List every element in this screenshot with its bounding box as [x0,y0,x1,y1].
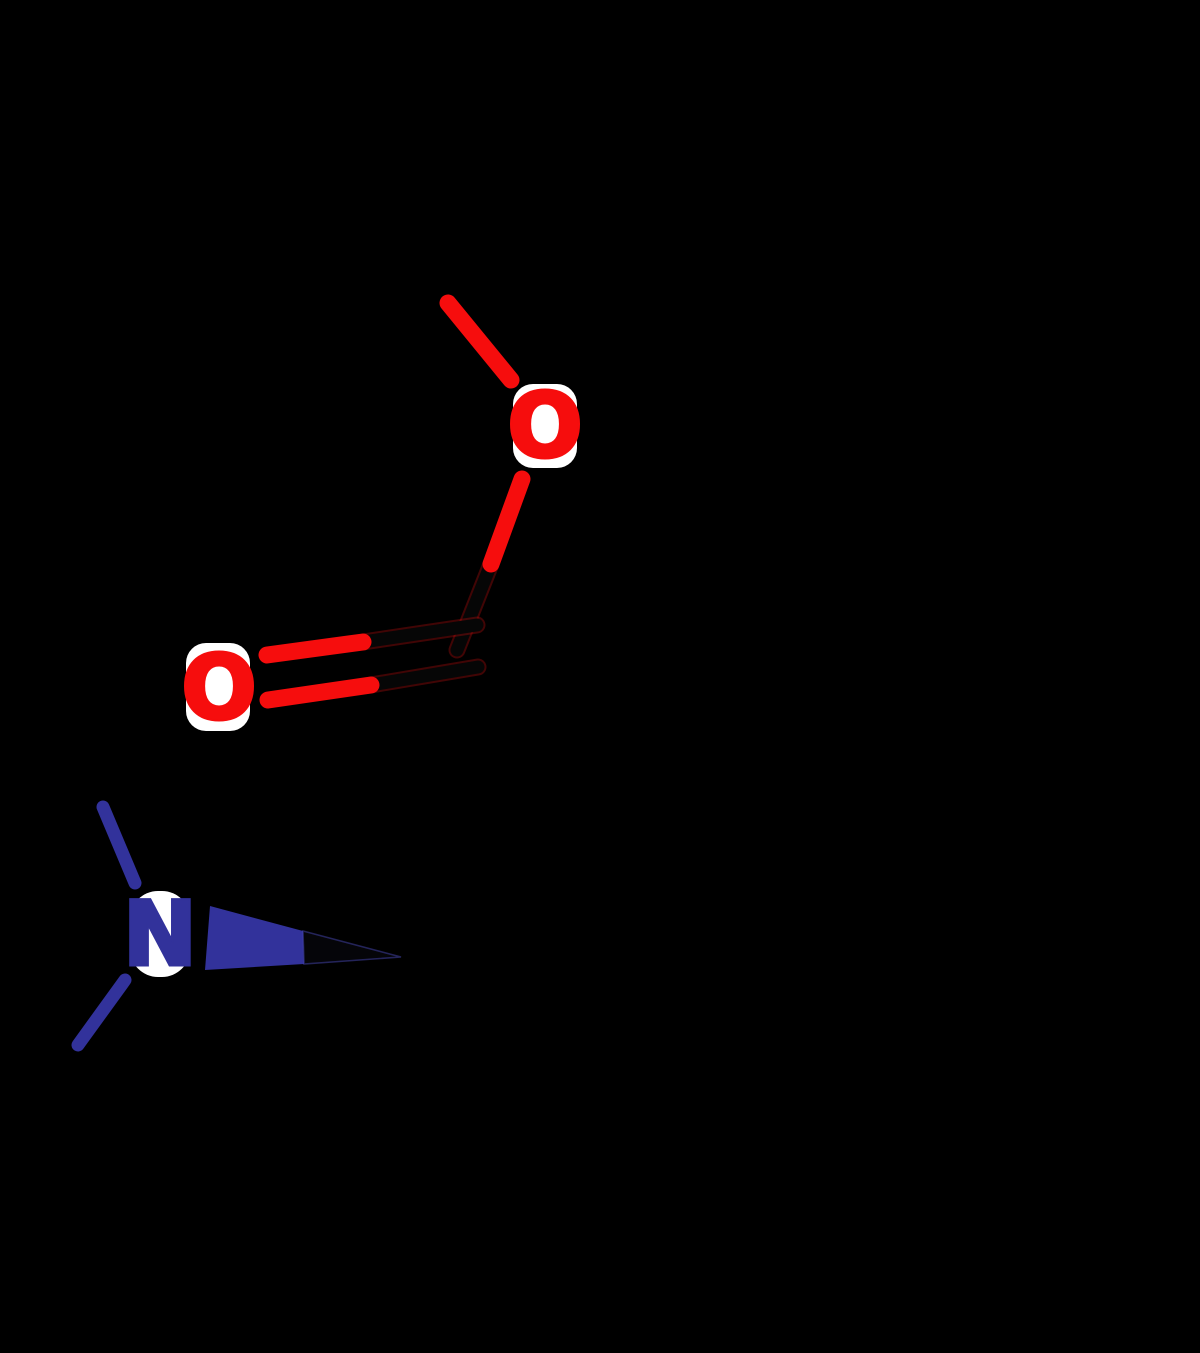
atom-label-carbonyl-oxygen: O [182,637,257,740]
carbonyl-double-bond-upper-red [258,633,372,664]
carbonyl-double-bond-lower-hidden-core [364,660,485,692]
atom-halo-nitrogen [130,891,190,977]
bond-ester-oxygen-carbonyl-hidden-core [450,557,498,657]
atom-halo-ester-oxygen [513,384,577,468]
atom-label-ester-oxygen: O [508,375,583,478]
bond-n-methyl-upper [96,800,142,890]
carbonyl-double-bond-lower-red [259,676,380,709]
bond-ester-oxygen-to-carbonyl [482,470,531,573]
atom-halo-carbonyl-oxygen [186,643,250,731]
wedge-bond-blue-half [205,906,304,970]
atom-label-nitrogen: N [123,883,197,986]
bond-n-methyl-lower [71,973,132,1052]
bond-methyl-to-ester-oxygen [439,294,520,389]
carbonyl-double-bond-upper-hidden-core [356,618,484,649]
wedge-bond-hidden-tip [302,929,402,965]
